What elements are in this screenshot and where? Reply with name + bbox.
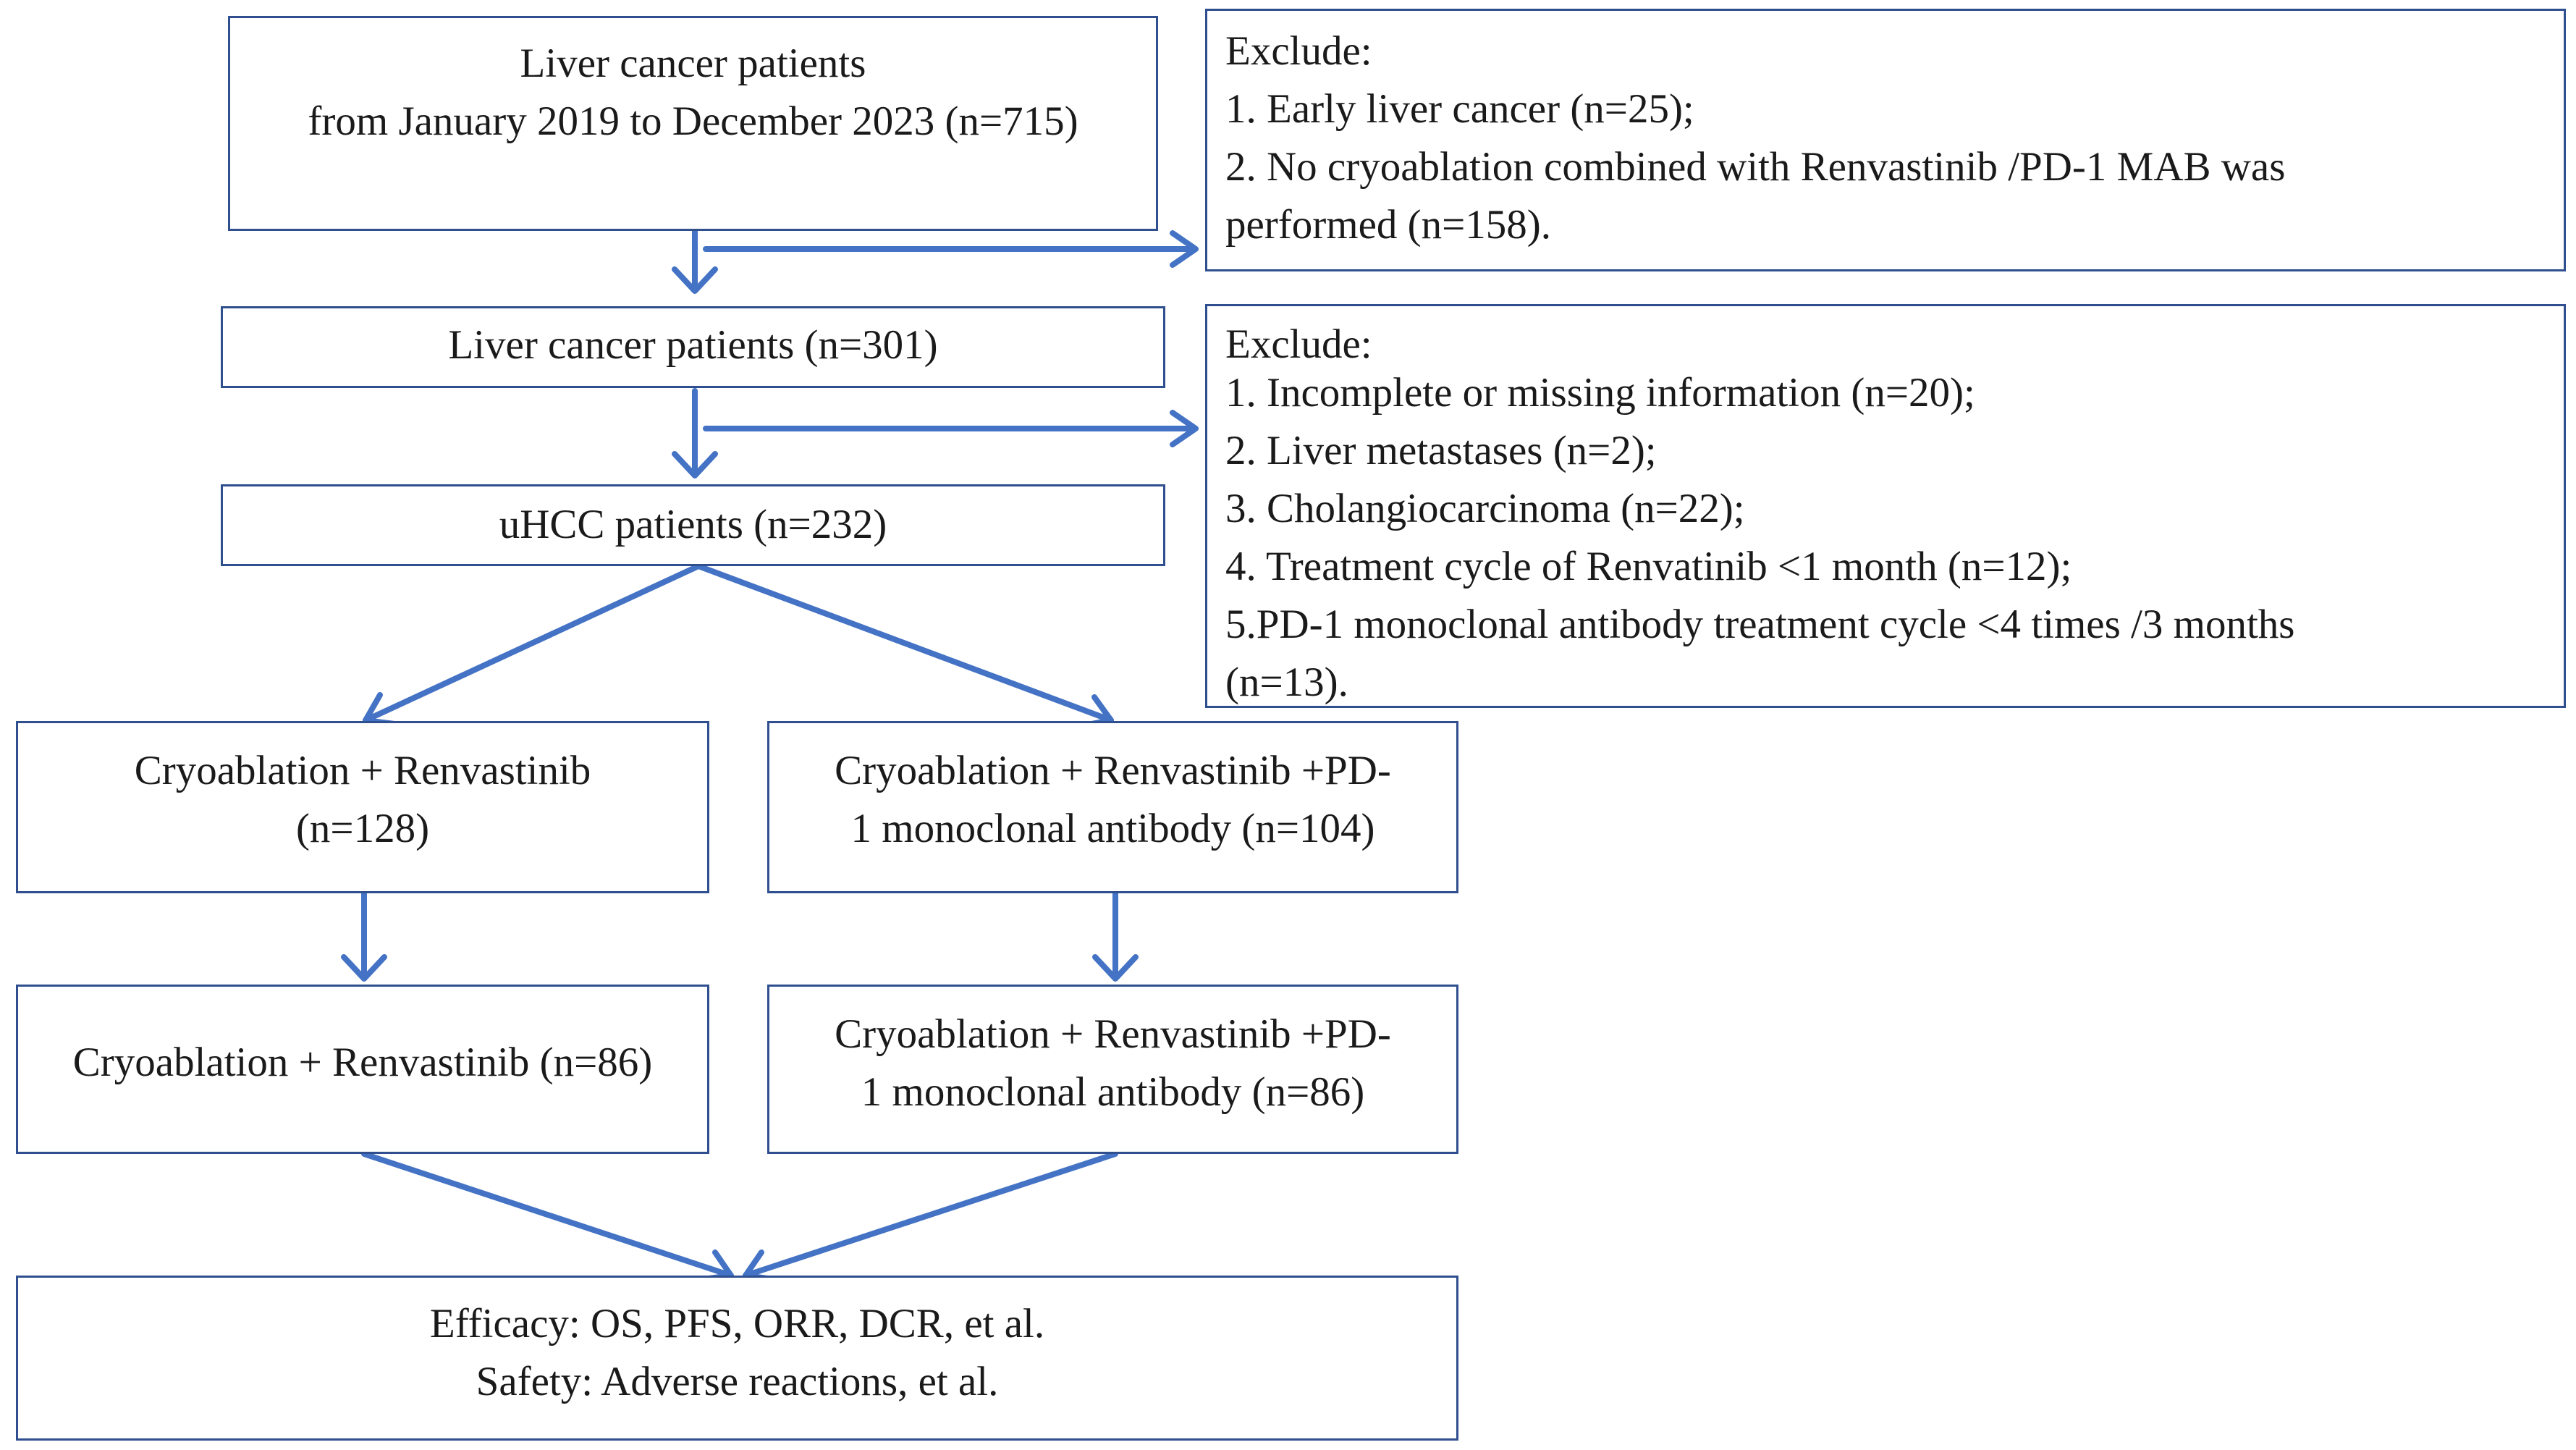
exclude-2-item-1: 1. Incomplete or missing information (n=… <box>1225 370 1975 416</box>
exclude-1-item-1: 1. Early liver cancer (n=25); <box>1225 86 1694 132</box>
exclude-box-1: Exclude: 1. Early liver cancer (n=25); 2… <box>1205 9 2566 271</box>
box-all-patients: Liver cancer patients from January 2019 … <box>228 16 1158 231</box>
box-cryo-renva-86-text: Cryoablation + Renvastinib (n=86) <box>72 1040 653 1085</box>
box-cryo-renva-128-line-2: (n=128) <box>295 806 430 851</box>
box-cryo-renva-128-line-1: Cryoablation + Renvastinib <box>134 748 591 793</box>
arrow-5b-to-6 <box>743 1151 1118 1278</box>
box-outcomes: Efficacy: OS, PFS, ORR, DCR, et al. Safe… <box>16 1276 1458 1441</box>
arrowhead-to-exclude1 <box>1170 230 1199 268</box>
box-cryo-renva-pd1-86: Cryoablation + Renvastinib +PD- 1 monocl… <box>767 985 1458 1154</box>
box-cryo-renva-pd1-86-line-1: Cryoablation + Renvastinib +PD- <box>835 1011 1391 1057</box>
box-all-patients-line-2: from January 2019 to December 2023 (n=71… <box>308 98 1078 144</box>
arrowhead-2-to-3 <box>672 451 718 479</box>
outcome-safety: Safety: Adverse reactions, et al. <box>476 1359 999 1404</box>
exclude-2-item-4: 4. Treatment cycle of Renvatinib <1 mont… <box>1225 544 2072 589</box>
exclude-2-item-3: 3. Cholangiocarcinoma (n=22); <box>1225 486 1745 531</box>
arrowhead-4b-to-5b <box>1092 954 1139 982</box>
exclude-2-item-5-cont: (n=13). <box>1225 659 1348 705</box>
arrowhead-to-exclude2 <box>1170 410 1199 447</box>
outcome-efficacy: Efficacy: OS, PFS, ORR, DCR, et al. <box>429 1301 1045 1346</box>
arrow-3-to-4b <box>696 563 1114 723</box>
box-cryo-renva-pd1-104: Cryoablation + Renvastinib +PD- 1 monocl… <box>767 721 1458 893</box>
arrowhead-1-to-2 <box>672 266 718 294</box>
exclude-box-2: Exclude: 1. Incomplete or missing inform… <box>1205 304 2566 708</box>
exclude-2-heading: Exclude: <box>1225 321 1372 367</box>
box-uhcc-patients-text: uHCC patients (n=232) <box>499 502 887 547</box>
box-cryo-renva-pd1-104-line-2: 1 monoclonal antibody (n=104) <box>850 806 1375 851</box>
box-cryo-renva-128: Cryoablation + Renvastinib (n=128) <box>16 721 709 893</box>
arrow-3-to-4a <box>363 563 701 723</box>
exclude-1-item-2-cont: performed (n=158). <box>1225 202 1551 248</box>
box-cryo-renva-pd1-86-line-2: 1 monoclonal antibody (n=86) <box>861 1069 1365 1115</box>
box-liver-cancer-301-text: Liver cancer patients (n=301) <box>448 322 938 368</box>
box-uhcc-patients: uHCC patients (n=232) <box>221 484 1165 566</box>
exclude-1-item-2: 2. No cryoablation combined with Renvast… <box>1225 144 2286 190</box>
exclude-1-heading: Exclude: <box>1225 28 1372 74</box>
arrow-5a-to-6 <box>361 1151 734 1278</box>
box-cryo-renva-pd1-104-line-1: Cryoablation + Renvastinib +PD- <box>835 748 1391 793</box>
arrowhead-4a-to-5a <box>341 954 387 982</box>
box-liver-cancer-301: Liver cancer patients (n=301) <box>221 306 1165 388</box>
exclude-2-item-5: 5.PD-1 monoclonal antibody treatment cyc… <box>1225 602 2295 647</box>
box-all-patients-line-1: Liver cancer patients <box>520 41 866 86</box>
exclude-2-item-2: 2. Liver metastases (n=2); <box>1225 428 1657 473</box>
box-cryo-renva-86: Cryoablation + Renvastinib (n=86) <box>16 985 709 1154</box>
